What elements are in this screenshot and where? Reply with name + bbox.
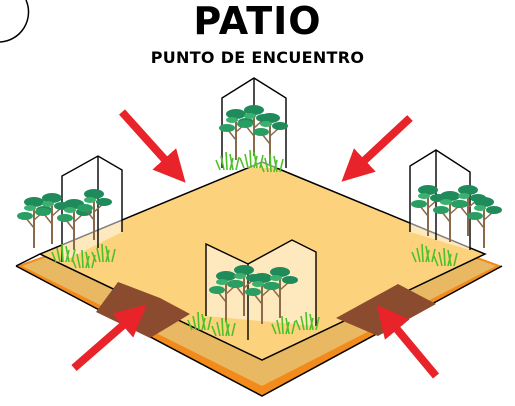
border-outline-top bbox=[15, 253, 41, 267]
page-title: PATIO bbox=[193, 0, 322, 43]
page-subtitle: PUNTO DE ENCUENTRO bbox=[150, 48, 365, 67]
arrows bbox=[71, 109, 440, 379]
arrow-icon bbox=[71, 304, 147, 372]
arrow-icon bbox=[341, 115, 413, 182]
arrow-icon bbox=[119, 109, 186, 183]
arrow-icon bbox=[376, 304, 440, 379]
corner-circle bbox=[0, 0, 30, 43]
